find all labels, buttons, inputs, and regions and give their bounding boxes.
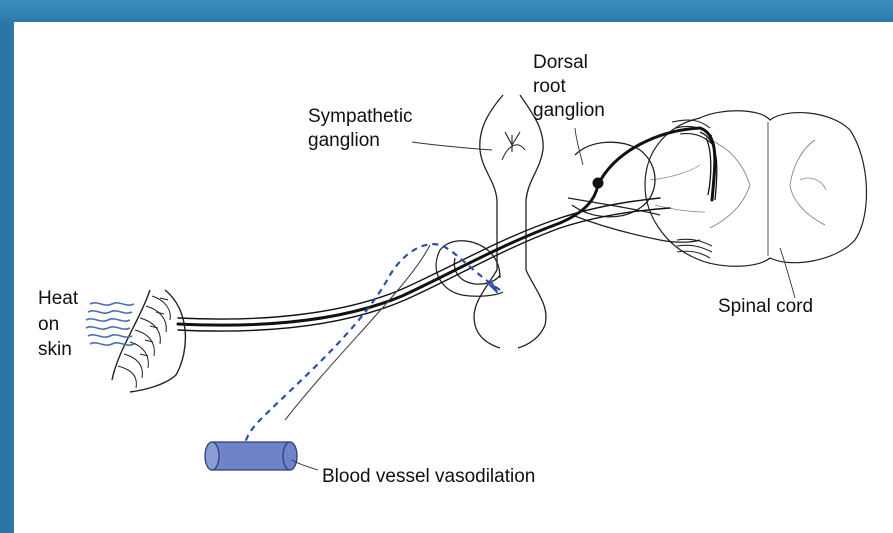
sympathetic-chain [474, 95, 546, 348]
svg-text:on: on [38, 314, 59, 335]
ganglion-cell-body [593, 178, 603, 188]
heat-waves-icon [86, 303, 134, 345]
svg-text:Sympathetic: Sympathetic [308, 106, 413, 127]
svg-text:skin: skin [38, 339, 72, 360]
label-dorsal-root-ganglion: Dorsal root ganglion [533, 52, 605, 121]
efferent-path [245, 244, 500, 445]
leader-dorsal-root [575, 128, 583, 165]
skin-patch [112, 290, 185, 392]
svg-text:ganglion: ganglion [308, 130, 380, 151]
label-sympathetic-ganglion: Sympathetic ganglion [308, 106, 413, 151]
label-heat-on-skin: Heat on skin [38, 288, 79, 360]
spinal-nerve [178, 128, 715, 331]
svg-text:Dorsal: Dorsal [533, 52, 588, 73]
svg-text:root: root [533, 76, 566, 97]
label-spinal-cord: Spinal cord [718, 296, 813, 317]
svg-text:ganglion: ganglion [533, 100, 605, 121]
label-blood-vessel: Blood vessel vasodilation [322, 466, 535, 487]
blood-vessel-icon [205, 442, 297, 470]
svg-text:Heat: Heat [38, 288, 79, 309]
